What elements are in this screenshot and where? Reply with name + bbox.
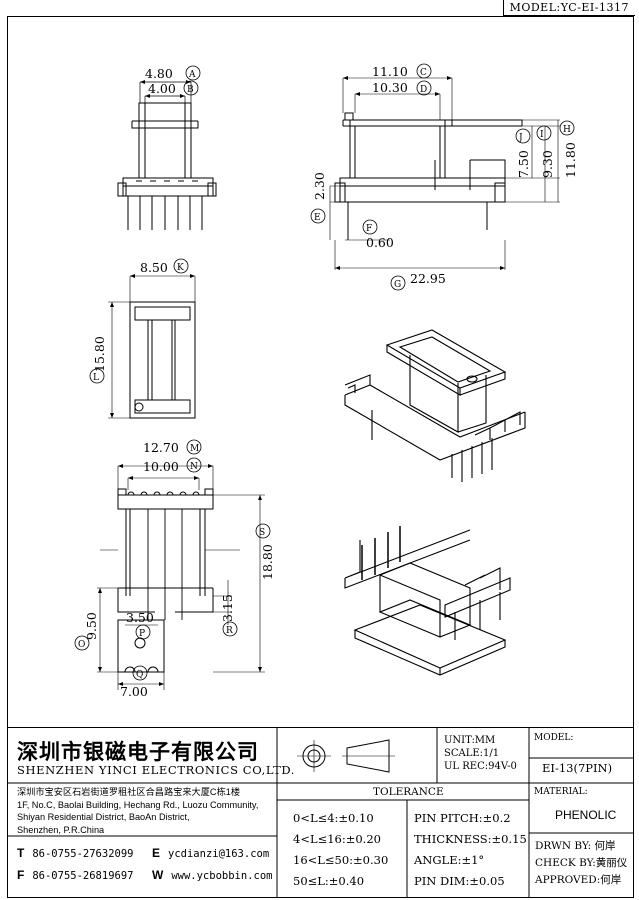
- dim-r: 3.15: [220, 594, 235, 622]
- tol-thickness: THICKNESS:±0.15: [414, 832, 527, 846]
- tag-d: D: [420, 85, 427, 95]
- front-view: [117, 80, 217, 230]
- title-block-grid: [7, 728, 634, 898]
- title-block: 深圳市银磁电子有限公司 SHENZHEN YINCI ELECTRONICS C…: [7, 727, 634, 898]
- fax-value: 86-0755-26819697: [32, 870, 134, 882]
- technical-drawing: 4.80 A 4.00 B 11.10 C 10.30 D 2.30 E F 0…: [74, 63, 578, 699]
- tag-g: G: [394, 280, 401, 290]
- model-label: MODEL:YC-EI-1317: [502, 0, 635, 16]
- tag-q: Q: [136, 670, 143, 680]
- tag-h: H: [563, 125, 571, 135]
- dim-g: 22.95: [410, 271, 446, 286]
- tol-row-4: 50≤L:±0.40: [293, 874, 365, 888]
- tag-s: S: [259, 528, 265, 538]
- model-name: EI-13(7PIN): [542, 761, 613, 775]
- drawn-by: DRWN BY: 何岸: [535, 840, 616, 852]
- scale: SCALE:1/1: [444, 748, 500, 759]
- tag-n: N: [190, 462, 198, 472]
- dimension-labels: 4.80 A 4.00 B 11.10 C 10.30 D 2.30 E F 0…: [74, 63, 578, 699]
- bottom-view: [97, 464, 265, 690]
- company-name-cn: 深圳市银磁电子有限公司: [17, 739, 259, 764]
- tag-b: B: [187, 85, 194, 95]
- isometric-view-bottom: [344, 526, 511, 676]
- email-label: E: [152, 846, 161, 860]
- dim-n: 10.00: [143, 459, 179, 474]
- tol-row-2: 4<L≤16:±0.20: [293, 832, 381, 846]
- web-value: www.ycbobbin.com: [171, 870, 273, 882]
- unit: UNIT:MM: [444, 735, 496, 746]
- tag-k: K: [177, 263, 184, 273]
- dim-l: 15.80: [92, 336, 107, 372]
- tag-f: F: [366, 224, 372, 234]
- tag-l: L: [93, 373, 99, 383]
- address-cn: 深圳市宝安区石岩街道罗租社区合昌路宝来大厦C栋1楼: [17, 787, 241, 797]
- dim-h: 11.80: [563, 142, 578, 178]
- dim-d: 10.30: [372, 80, 408, 95]
- tol-row-1: 0<L≤4:±0.10: [293, 811, 374, 825]
- fax-label: F: [17, 868, 25, 882]
- dim-f: 0.60: [366, 235, 394, 250]
- material: PHENOLIC: [555, 808, 617, 822]
- dim-m: 12.70: [143, 440, 179, 455]
- material-label: MATERIAL:: [534, 787, 588, 797]
- address-en-2: Shiyan Residential District, BaoAn Distr…: [17, 812, 190, 822]
- tag-m: M: [190, 444, 199, 454]
- check-by: CHECK BY:黄丽仪: [535, 857, 628, 869]
- ul-rec: UL REC:94V-0: [444, 761, 517, 772]
- tol-row-3: 16<L≤50:±0.30: [293, 853, 389, 867]
- dim-j: 7.50: [516, 150, 531, 178]
- dim-s: 18.80: [260, 544, 275, 580]
- company-address: 深圳市宝安区石岩街道罗租社区合昌路宝来大厦C栋1楼 1F, No.C, Baol…: [17, 786, 275, 836]
- dim-q: 7.00: [120, 684, 148, 699]
- tag-p: P: [139, 629, 145, 639]
- drawing-frame: [7, 16, 634, 898]
- tag-o: O: [78, 640, 85, 650]
- tag-i: I: [540, 130, 544, 140]
- tol-angle: ANGLE:±1°: [414, 853, 485, 867]
- tolerance-title: TOLERANCE: [373, 786, 444, 798]
- dim-c: 11.10: [372, 64, 408, 79]
- approved-by: APPROVED:何岸: [535, 874, 622, 886]
- tel-line: T 86-0755-27632099: [17, 846, 134, 860]
- tol-pin-pitch: PIN PITCH:±0.2: [414, 811, 511, 825]
- tag-j: J: [518, 133, 523, 143]
- signatures: DRWN BY: 何岸 CHECK BY:黄丽仪 APPROVED:何岸: [535, 838, 627, 889]
- web-label: W: [152, 868, 164, 882]
- top-view: [108, 274, 196, 419]
- tag-a: A: [188, 70, 196, 80]
- dim-o: 9.50: [84, 612, 99, 640]
- tolerance-other: PIN PITCH:±0.2 THICKNESS:±0.15 ANGLE:±1°…: [414, 808, 527, 892]
- tel-label: T: [17, 846, 25, 860]
- dim-a: 4.80: [145, 66, 173, 81]
- dim-p: 3.50: [126, 610, 154, 625]
- tol-pin-dim: PIN DIM:±0.05: [414, 874, 505, 888]
- tag-r: R: [226, 626, 233, 636]
- address-en-1: 1F, No.C, Baolai Building, Hechang Rd., …: [17, 799, 259, 810]
- isometric-view-top: [344, 329, 526, 482]
- tel-value: 86-0755-27632099: [32, 848, 134, 860]
- dim-e: 2.30: [312, 172, 327, 200]
- model-name-label: MODEL:: [534, 733, 574, 743]
- unit-info: UNIT:MM SCALE:1/1 UL REC:94V-0: [444, 734, 517, 773]
- email-value: ycdianzi@163.com: [168, 848, 270, 860]
- dim-k: 8.50: [140, 260, 168, 275]
- dim-i: 9.30: [540, 150, 555, 178]
- side-view: [329, 76, 560, 270]
- tolerance-length: 0<L≤4:±0.10 4<L≤16:±0.20 16<L≤50:±0.30 5…: [293, 808, 388, 892]
- tag-e: E: [314, 213, 321, 223]
- fax-line: F 86-0755-26819697: [17, 868, 134, 882]
- tag-c: C: [420, 68, 427, 78]
- address-en-3: Shenzhen, P.R.China: [17, 824, 105, 835]
- dim-b: 4.00: [148, 81, 176, 96]
- company-name-en: SHENZHEN YINCI ELECTRONICS CO,LTD.: [17, 763, 296, 777]
